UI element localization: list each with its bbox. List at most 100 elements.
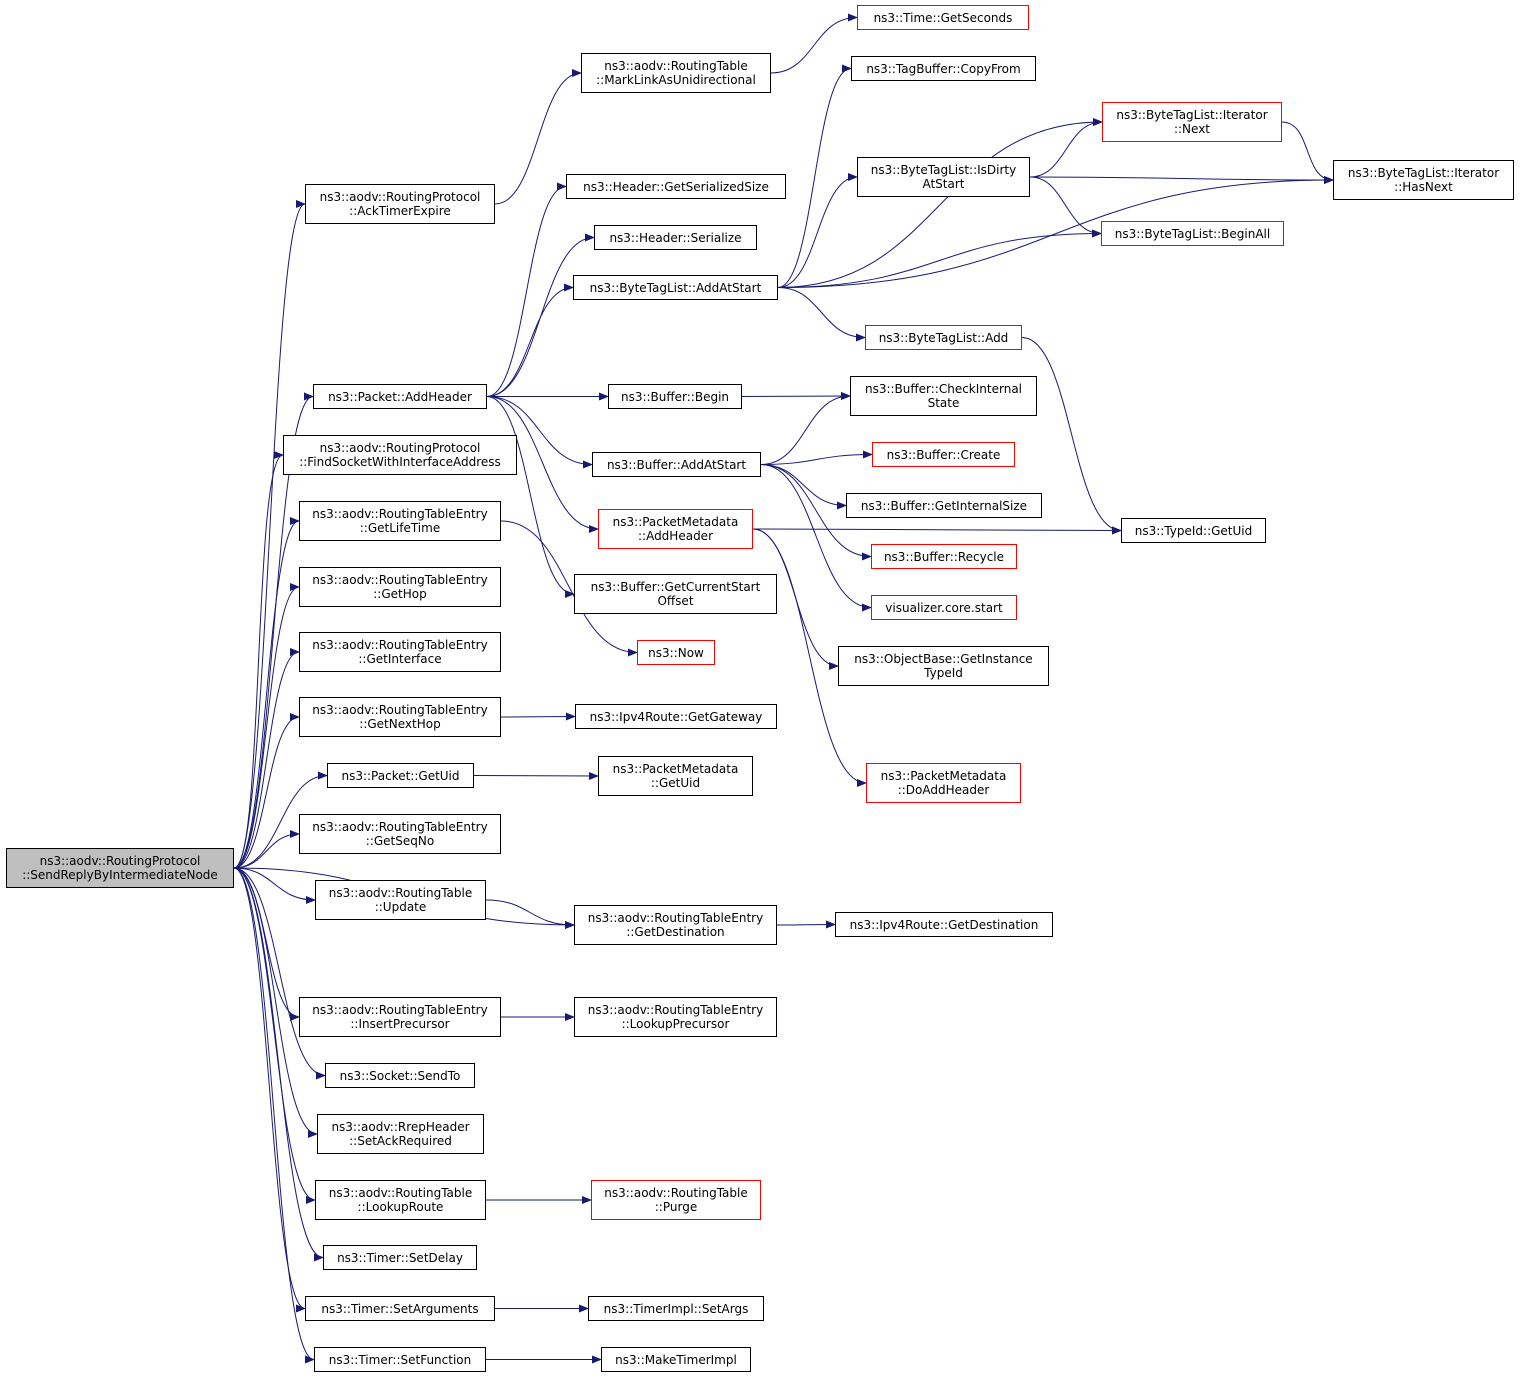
node-label: ns3::Ipv4Route::GetDestination	[849, 917, 1039, 932]
node-time-get-seconds[interactable]: ns3::Time::GetSeconds	[857, 5, 1029, 30]
node-packet-metadata-get-uid[interactable]: ns3::PacketMetadata ::GetUid	[598, 756, 753, 796]
node-socket-send-to[interactable]: ns3::Socket::SendTo	[325, 1063, 475, 1088]
node-label: ns3::PacketMetadata ::GetUid	[612, 762, 739, 790]
node-packet-add-header[interactable]: ns3::Packet::AddHeader	[313, 384, 487, 409]
call-edge	[777, 176, 1334, 288]
node-tag-buffer-copy-from[interactable]: ns3::TagBuffer::CopyFrom	[851, 56, 1036, 81]
node-byte-tag-list-add[interactable]: ns3::ByteTagList::Add	[865, 325, 1022, 350]
node-label: ns3::Buffer::Recycle	[883, 549, 1005, 564]
node-label: ns3::aodv::RoutingProtocol ::AckTimerExp…	[319, 190, 481, 218]
call-edge	[752, 526, 1122, 535]
node-packet-get-uid[interactable]: ns3::Packet::GetUid	[327, 763, 474, 788]
node-label: ns3::Buffer::Begin	[620, 389, 730, 404]
node-buffer-get-internal-size[interactable]: ns3::Buffer::GetInternalSize	[846, 493, 1042, 518]
call-edge	[233, 830, 300, 869]
node-ipv4-route-get-gateway[interactable]: ns3::Ipv4Route::GetGateway	[575, 704, 777, 729]
node-label: ns3::Header::Serialize	[609, 230, 742, 245]
node-byte-tag-list-begin-all[interactable]: ns3::ByteTagList::BeginAll	[1101, 221, 1284, 246]
node-label: ns3::Buffer::CheckInternal State	[864, 382, 1023, 410]
node-rte-get-destination[interactable]: ns3::aodv::RoutingTableEntry ::GetDestin…	[574, 905, 777, 945]
node-ipv4-route-get-destination[interactable]: ns3::Ipv4Route::GetDestination	[835, 912, 1053, 937]
node-visualizer-core-start[interactable]: visualizer.core.start	[871, 595, 1017, 620]
node-mark-link-as-unidirectional[interactable]: ns3::aodv::RoutingTable ::MarkLinkAsUnid…	[581, 53, 771, 93]
call-edge	[494, 69, 582, 205]
node-label: ns3::Timer::SetArguments	[321, 1301, 479, 1316]
call-edge	[760, 450, 873, 465]
node-rte-get-next-hop[interactable]: ns3::aodv::RoutingTableEntry ::GetNextHo…	[299, 697, 501, 737]
node-rt-purge[interactable]: ns3::aodv::RoutingTable ::Purge	[591, 1180, 761, 1220]
node-now[interactable]: ns3::Now	[637, 640, 715, 665]
node-packet-metadata-add-header[interactable]: ns3::PacketMetadata ::AddHeader	[598, 509, 753, 549]
node-label: ns3::Packet::GetUid	[341, 768, 460, 783]
call-edge	[233, 713, 300, 869]
node-make-timer-impl[interactable]: ns3::MakeTimerImpl	[601, 1347, 751, 1372]
call-edge	[233, 867, 300, 1021]
node-byte-tag-list-iterator-has-next[interactable]: ns3::ByteTagList::Iterator ::HasNext	[1333, 160, 1514, 200]
node-label: ns3::ByteTagList::AddAtStart	[589, 280, 762, 295]
node-timer-set-delay[interactable]: ns3::Timer::SetDelay	[323, 1245, 477, 1270]
call-edge	[485, 899, 575, 929]
call-edge	[777, 229, 1102, 288]
call-edge	[233, 867, 316, 904]
node-rte-get-seqno[interactable]: ns3::aodv::RoutingTableEntry ::GetSeqNo	[299, 814, 501, 854]
node-ack-timer-expire[interactable]: ns3::aodv::RoutingProtocol ::AckTimerExp…	[305, 184, 495, 224]
node-timer-impl-set-args[interactable]: ns3::TimerImpl::SetArgs	[588, 1296, 764, 1321]
call-edge	[760, 464, 847, 510]
node-buffer-get-current-start-offset[interactable]: ns3::Buffer::GetCurrentStart Offset	[574, 574, 777, 614]
node-label: ns3::TimerImpl::SetArgs	[603, 1301, 749, 1316]
call-edge	[233, 867, 326, 1080]
node-label: ns3::aodv::RoutingTableEntry ::InsertPre…	[312, 1003, 488, 1031]
node-rte-insert-precursor[interactable]: ns3::aodv::RoutingTableEntry ::InsertPre…	[299, 997, 501, 1037]
node-buffer-check-internal-state[interactable]: ns3::Buffer::CheckInternal State	[850, 376, 1037, 416]
call-edge	[486, 283, 574, 397]
call-edge	[233, 867, 306, 1313]
node-byte-tag-list-iterator-next[interactable]: ns3::ByteTagList::Iterator ::Next	[1102, 102, 1282, 142]
node-header-get-serialized-size[interactable]: ns3::Header::GetSerializedSize	[566, 174, 786, 199]
node-rt-lookup-route[interactable]: ns3::aodv::RoutingTable ::LookupRoute	[315, 1180, 486, 1220]
call-edge	[486, 396, 593, 469]
node-label: ns3::Now	[648, 645, 704, 660]
node-label: ns3::ByteTagList::IsDirty AtStart	[870, 163, 1017, 191]
node-buffer-add-at-start[interactable]: ns3::Buffer::AddAtStart	[592, 452, 761, 477]
node-object-base-get-instance-typeid[interactable]: ns3::ObjectBase::GetInstance TypeId	[838, 646, 1049, 686]
call-edge	[233, 451, 284, 869]
node-rte-get-interface[interactable]: ns3::aodv::RoutingTableEntry ::GetInterf…	[299, 632, 501, 672]
node-label: ns3::ByteTagList::BeginAll	[1114, 226, 1271, 241]
node-label: ns3::aodv::RoutingTableEntry ::GetInterf…	[312, 638, 488, 666]
node-buffer-create[interactable]: ns3::Buffer::Create	[872, 442, 1015, 467]
call-edge	[760, 464, 872, 561]
node-rrep-set-ack-required[interactable]: ns3::aodv::RrepHeader ::SetAckRequired	[317, 1114, 484, 1154]
call-edge	[777, 287, 866, 342]
node-label: ns3::Buffer::GetInternalSize	[860, 498, 1028, 513]
call-edge	[233, 867, 324, 1262]
call-edge	[486, 182, 567, 397]
node-label: ns3::ByteTagList::Iterator ::Next	[1116, 108, 1268, 136]
call-edge	[777, 64, 852, 288]
call-edge	[1029, 176, 1102, 238]
node-rte-lookup-precursor[interactable]: ns3::aodv::RoutingTableEntry ::LookupPre…	[574, 997, 777, 1037]
call-edge	[233, 392, 314, 869]
node-label: ns3::aodv::RoutingTableEntry ::GetHop	[312, 573, 488, 601]
node-label: ns3::aodv::RoutingTable ::LookupRoute	[328, 1186, 473, 1214]
call-edge	[777, 173, 858, 288]
node-byte-tag-list-is-dirty-at-start[interactable]: ns3::ByteTagList::IsDirty AtStart	[857, 157, 1030, 197]
node-buffer-begin[interactable]: ns3::Buffer::Begin	[608, 384, 742, 409]
node-label: ns3::Buffer::Create	[886, 447, 1001, 462]
node-find-socket-with-interface-address[interactable]: ns3::aodv::RoutingProtocol ::FindSocketW…	[283, 435, 517, 475]
node-rte-get-lifetime[interactable]: ns3::aodv::RoutingTableEntry ::GetLifeTi…	[299, 501, 501, 541]
call-edge	[233, 771, 328, 869]
node-packet-metadata-do-add-header[interactable]: ns3::PacketMetadata ::DoAddHeader	[866, 763, 1021, 803]
node-rt-update[interactable]: ns3::aodv::RoutingTable ::Update	[315, 880, 486, 920]
node-timer-set-arguments[interactable]: ns3::Timer::SetArguments	[305, 1296, 495, 1321]
call-edge	[770, 13, 858, 74]
node-buffer-recycle[interactable]: ns3::Buffer::Recycle	[871, 544, 1017, 569]
call-edge	[473, 771, 599, 780]
node-send-reply-by-intermediate-node: ns3::aodv::RoutingProtocol ::SendReplyBy…	[6, 848, 234, 888]
call-edge	[486, 396, 575, 598]
node-byte-tag-list-add-at-start[interactable]: ns3::ByteTagList::AddAtStart	[573, 275, 778, 300]
node-type-id-get-uid[interactable]: ns3::TypeId::GetUid	[1121, 518, 1266, 543]
node-timer-set-function[interactable]: ns3::Timer::SetFunction	[314, 1347, 486, 1372]
node-rte-get-hop[interactable]: ns3::aodv::RoutingTableEntry ::GetHop	[299, 567, 501, 607]
node-header-serialize[interactable]: ns3::Header::Serialize	[594, 225, 757, 250]
call-edge	[1029, 175, 1334, 184]
